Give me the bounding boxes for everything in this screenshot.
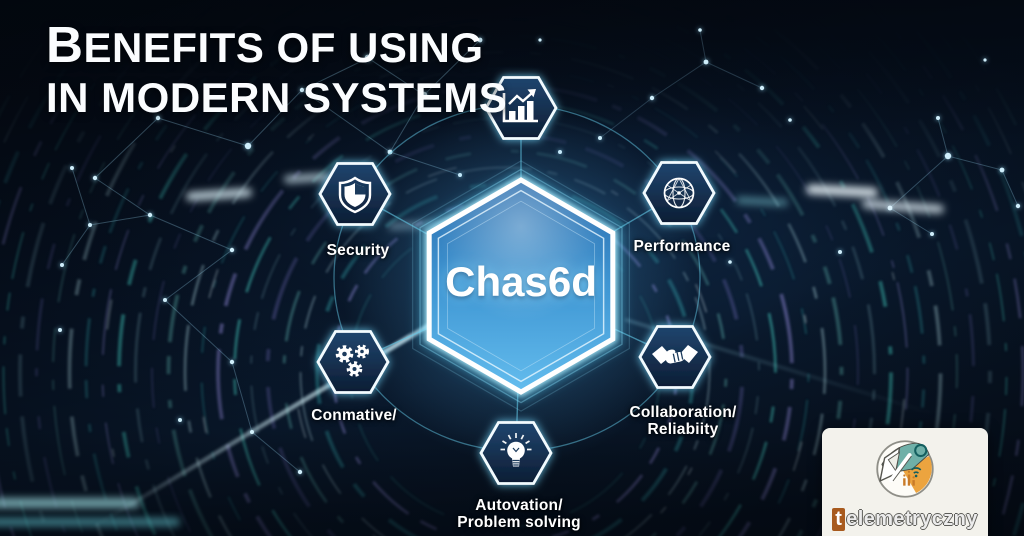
center-hexagon: [412, 160, 630, 412]
node-hexagon-growth: [484, 76, 558, 140]
brand-logo-emblem: [876, 440, 934, 498]
wifi-icon: [910, 467, 922, 478]
label-collaboration: Collaboration/ Reliabiity: [629, 404, 737, 438]
light-streak: [0, 518, 180, 526]
node-hexagon-security: [318, 162, 392, 226]
bar-chart-growth-icon: [502, 89, 538, 123]
handshake-icon: [652, 345, 698, 364]
node-hexagon-performance: [642, 161, 716, 225]
brand-rest: elemetryczny: [846, 508, 978, 530]
shield-icon: [338, 176, 372, 214]
light-streak: [0, 498, 140, 508]
label-security: Security: [326, 242, 390, 259]
center-hexagon-label: Chas6d: [445, 258, 597, 305]
page-title: BENEFITS OF USING IN MODERN SYSTEMS: [46, 20, 507, 123]
label-automation: Autovation/ Problem solving: [457, 497, 581, 531]
node-hexagon-configuration: [316, 330, 390, 394]
brand-first-letter: t: [832, 508, 846, 531]
node-hexagon-collaboration: [638, 325, 712, 389]
title-line-2: IN MODERN SYSTEMS: [46, 74, 508, 121]
label-performance: Performance: [633, 238, 731, 255]
mini-bars-icon: [903, 470, 915, 486]
title-line-1: BENEFITS OF USING: [46, 16, 484, 73]
network-nodes: [58, 28, 1021, 475]
gears-icon: [335, 344, 369, 377]
network-sphere-icon: [663, 177, 695, 209]
lightbulb-icon: [500, 433, 532, 467]
label-configuration: Conmative/: [311, 407, 397, 424]
node-hexagon-automation: [479, 421, 553, 485]
